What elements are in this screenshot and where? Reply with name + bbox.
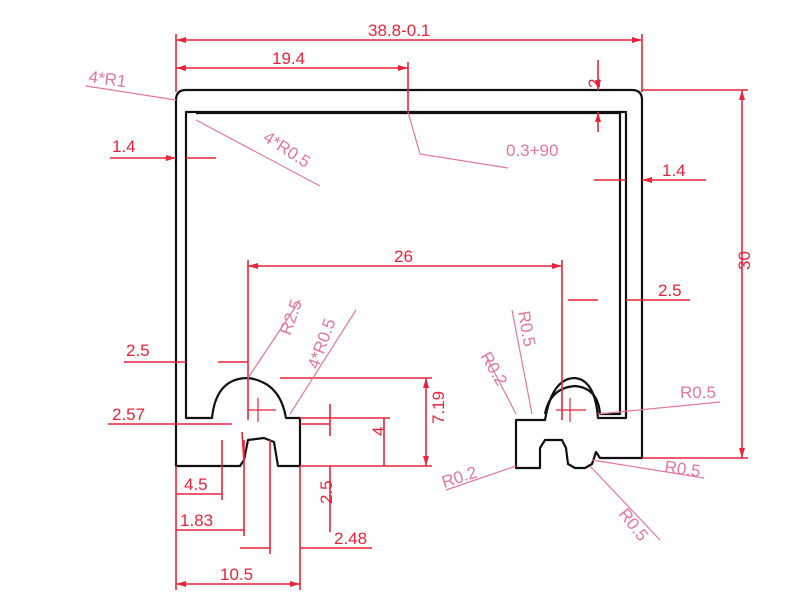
dimline-slot-small — [241, 431, 245, 463]
leader-notch — [407, 111, 509, 169]
leader-lines — [85, 85, 721, 541]
arrow-h-top — [739, 90, 745, 100]
label-257: 2.57 — [112, 405, 145, 424]
arrow-719-bottom — [423, 456, 429, 466]
label-4: 4 — [369, 427, 388, 436]
label-wall-right: 1.4 — [662, 161, 686, 180]
label-r02-right-bottom: R0.2 — [439, 463, 479, 492]
leader-r05-bottom — [591, 459, 705, 479]
arrow-hw-right — [398, 65, 408, 71]
leader-inner-radius — [195, 119, 321, 187]
arrow-105-right — [290, 581, 300, 587]
arrow-ss-right — [552, 263, 562, 269]
label-248: 2.48 — [334, 529, 367, 548]
arrow-wl — [166, 155, 176, 161]
arrow-ow-right — [632, 37, 642, 43]
outer-contour — [174, 88, 644, 470]
arrow-ss-left — [248, 263, 258, 269]
arrow-h-bottom — [739, 448, 745, 458]
label-wall-left: 1.4 — [112, 137, 136, 156]
label-top-thickness: 2 — [585, 79, 604, 88]
dimension-lines — [108, 34, 748, 590]
label-r05-right-side: R0.5 — [680, 383, 716, 402]
arrow-ow-left — [176, 37, 186, 43]
arrow-hw-left — [176, 65, 186, 71]
label-inner-radius: 4*R0.5 — [260, 127, 314, 171]
leader-r05-top — [511, 309, 533, 415]
label-rib-left: 2.5 — [126, 341, 150, 360]
label-183: 1.83 — [180, 511, 213, 530]
label-slot-radius-big: R2.5 — [276, 297, 306, 337]
label-rib-right: 2.5 — [658, 281, 682, 300]
arrowheads — [166, 37, 745, 587]
label-r05-right-bottom: R0.5 — [663, 457, 701, 481]
label-height: 30 — [735, 251, 754, 270]
label-719: 7.19 — [429, 391, 448, 424]
centerlines — [248, 398, 586, 422]
arrow-719-top — [423, 378, 429, 388]
dimension-labels: 38.8-0.1 19.4 4*R1 4*R0.5 1.4 1.4 2 0.3+… — [87, 21, 754, 584]
label-45: 4.5 — [184, 475, 208, 494]
leader-r02-top — [485, 355, 517, 415]
label-overall-width: 38.8-0.1 — [368, 21, 430, 40]
label-25-vertical: 2.5 — [317, 480, 336, 504]
leader-r05-low — [589, 465, 661, 541]
arrow-top-thick-b — [595, 112, 601, 122]
leader-4r05 — [289, 309, 357, 415]
arrow-wr — [642, 177, 652, 183]
label-half-width: 19.4 — [272, 49, 305, 68]
arrow-top-thick — [595, 80, 601, 90]
label-r02-right-top: R0.2 — [477, 349, 511, 390]
leader-r05-side — [597, 401, 721, 415]
label-slot-spacing: 26 — [394, 247, 413, 266]
label-105: 10.5 — [220, 565, 253, 584]
leader-r25 — [247, 299, 301, 379]
label-notch: 0.3+90 — [506, 141, 558, 160]
leader-outer-radius — [85, 85, 177, 101]
arrow-105-left — [176, 581, 186, 587]
leader-r02-bottom — [445, 465, 517, 491]
label-r05-right-low: R0.5 — [615, 505, 652, 545]
